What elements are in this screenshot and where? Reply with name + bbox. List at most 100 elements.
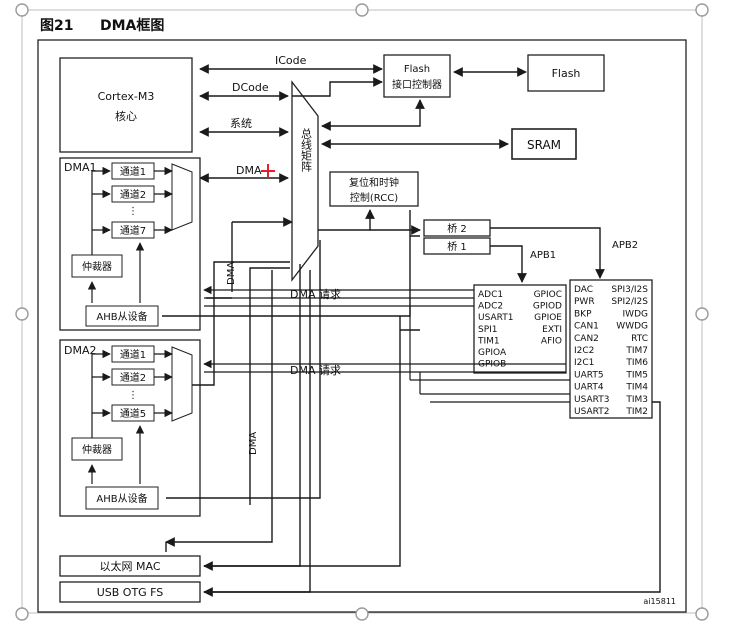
bridge-1-block: 桥 1 xyxy=(423,237,491,255)
matrix-to-bridge-paths xyxy=(318,209,421,235)
sram-block: SRAM xyxy=(511,128,577,160)
peripheral-label: TIM2 xyxy=(625,407,648,417)
peripheral-label: TIM4 xyxy=(625,383,648,393)
dma1-request-lines xyxy=(203,285,570,381)
peripheral-label: TIM5 xyxy=(625,370,648,380)
dma2-block: DMA2 通道1 通道2 ⋮ 通道5 仲裁器 AHB从设备 xyxy=(59,339,201,517)
apb2-label: APB2 xyxy=(612,240,638,251)
dma2-request-label: DMA 请求 xyxy=(290,364,341,377)
bridge-1-label: 桥 1 xyxy=(447,241,467,253)
figure-title: DMA框图 xyxy=(100,17,164,34)
dcode-to-flash-path xyxy=(292,77,383,97)
peripheral-label: TIM1 xyxy=(477,336,500,346)
dma1-channel-7-label: 通道7 xyxy=(120,224,146,237)
peripheral-label: GPIOC xyxy=(534,290,562,300)
dma-bus-label: DMA xyxy=(236,164,262,177)
dma2-ahb-slave-label: AHB从设备 xyxy=(96,492,147,505)
peripheral-label: TIM7 xyxy=(625,346,648,356)
flash-interface-block: Flash 接口控制器 xyxy=(383,54,451,98)
dma2-request-lines xyxy=(203,359,570,403)
figure-id: ai15811 xyxy=(643,597,676,606)
peripheral-label: ADC2 xyxy=(478,302,503,312)
peripheral-label: CAN1 xyxy=(574,322,599,332)
peripheral-label: USART2 xyxy=(574,407,609,417)
peripheral-label: I2C2 xyxy=(574,346,594,356)
dma2-channel-2-label: 通道2 xyxy=(120,371,146,384)
matrix-output-arrows xyxy=(321,99,509,149)
apb-bus-paths xyxy=(490,227,605,283)
peripheral-label: TIM6 xyxy=(625,358,648,368)
cortex-m3-block: Cortex-M3 核心 xyxy=(59,57,193,153)
peripheral-label: SPI2/I2S xyxy=(611,297,648,307)
dma1-channel-ellipsis: ⋮ xyxy=(128,206,138,217)
peripheral-label: GPIOE xyxy=(534,313,562,323)
dma2-channel-1-label: 通道1 xyxy=(120,348,146,361)
dma1-request-label: DMA 请求 xyxy=(290,288,341,301)
dma1-mux xyxy=(171,163,193,231)
peripheral-label: PWR xyxy=(574,297,595,307)
dma-master-paths xyxy=(162,210,420,505)
rcc-block: 复位和时钟 控制(RCC) xyxy=(329,171,419,207)
cortex-m3-label: Cortex-M3 xyxy=(98,90,155,103)
system-bus-label: 系统 xyxy=(230,117,252,130)
peripheral-label: RTC xyxy=(631,334,648,344)
dma2-channel-ellipsis: ⋮ xyxy=(128,390,138,401)
rcc-sub-label: 控制(RCC) xyxy=(350,191,398,204)
dma2-channel-5-label: 通道5 xyxy=(120,407,146,420)
bridge-2-block: 桥 2 xyxy=(423,219,491,237)
peripheral-label: CAN2 xyxy=(574,334,599,344)
apb2-right-column: SPI3/I2S SPI2/I2S IWDG WWDG RTC TIM7TIM6TIM5T… xyxy=(611,285,648,417)
usb-otg-label: USB OTG FS xyxy=(97,586,164,599)
flash-block: Flash xyxy=(527,54,605,92)
peripheral-label: UART4 xyxy=(574,383,604,393)
selection-handles[interactable] xyxy=(15,3,709,621)
cortex-m3-core-label: 核心 xyxy=(115,109,137,123)
peripheral-label: USART3 xyxy=(574,395,609,405)
peripheral-label: EXTI xyxy=(542,325,562,335)
dma2-mux xyxy=(171,346,193,422)
peripheral-label: I2C1 xyxy=(574,358,594,368)
peripheral-label: WWDG xyxy=(616,322,648,332)
dma1-block: DMA1 通道1 通道2 ⋮ 通道7 仲裁器 AHB从设备 xyxy=(59,157,201,331)
usb-otg-block: USB OTG FS xyxy=(59,581,201,603)
red-cross-cursor xyxy=(261,164,275,178)
apb1-label: APB1 xyxy=(530,250,556,261)
dma1-arbiter xyxy=(71,254,123,278)
figure-number: 图21 xyxy=(40,18,73,34)
peripheral-label: TIM3 xyxy=(625,395,648,405)
dma1-label: DMA1 xyxy=(64,161,96,174)
peripheral-label: SPI3/I2S xyxy=(611,285,648,295)
dcode-label: DCode xyxy=(232,81,269,94)
peripheral-label: GPIOA xyxy=(478,348,507,358)
dma2-label: DMA2 xyxy=(64,344,96,357)
peripheral-label: BKP xyxy=(574,309,592,319)
bus-matrix: 总线矩阵 xyxy=(291,80,319,282)
eth-usb-paths xyxy=(165,264,661,597)
flash-label: Flash xyxy=(552,67,581,80)
peripheral-label: GPIOD xyxy=(533,302,562,312)
dma1-arbiter-label: 仲裁器 xyxy=(82,260,112,273)
peripheral-label: ADC1 xyxy=(478,290,503,300)
apb2-left-column: DAC PWR BKP CAN1CAN2I2C2I2C1UART5UART4USART… xyxy=(574,285,609,417)
peripheral-label: SPI1 xyxy=(478,325,498,335)
dma1-ahb-slave-label: AHB从设备 xyxy=(96,310,147,323)
flash-ctrl-label: Flash xyxy=(404,64,430,75)
bus-matrix-label: 总线矩阵 xyxy=(300,127,313,173)
sram-label: SRAM xyxy=(527,138,561,152)
dma-vertical-label-2: DMA xyxy=(248,432,259,455)
dma2-arbiter xyxy=(71,437,123,461)
peripheral-label: IWDG xyxy=(623,309,648,319)
flash-ctrl-sub-label: 接口控制器 xyxy=(392,78,442,91)
apb2-peripheral-block: DAC PWR BKP CAN1CAN2I2C2I2C1UART5UART4USART… xyxy=(569,279,653,419)
dma1-channel-1-label: 通道1 xyxy=(120,165,146,178)
dma2-ahb-slave xyxy=(85,486,159,510)
bridge-2-label: 桥 2 xyxy=(447,223,467,235)
peripheral-label: USART1 xyxy=(478,313,513,323)
peripheral-label: UART5 xyxy=(574,370,604,380)
dma2-arbiter-label: 仲裁器 xyxy=(82,443,112,456)
rcc-label: 复位和时钟 xyxy=(349,176,399,189)
peripheral-label: DAC xyxy=(574,285,593,295)
